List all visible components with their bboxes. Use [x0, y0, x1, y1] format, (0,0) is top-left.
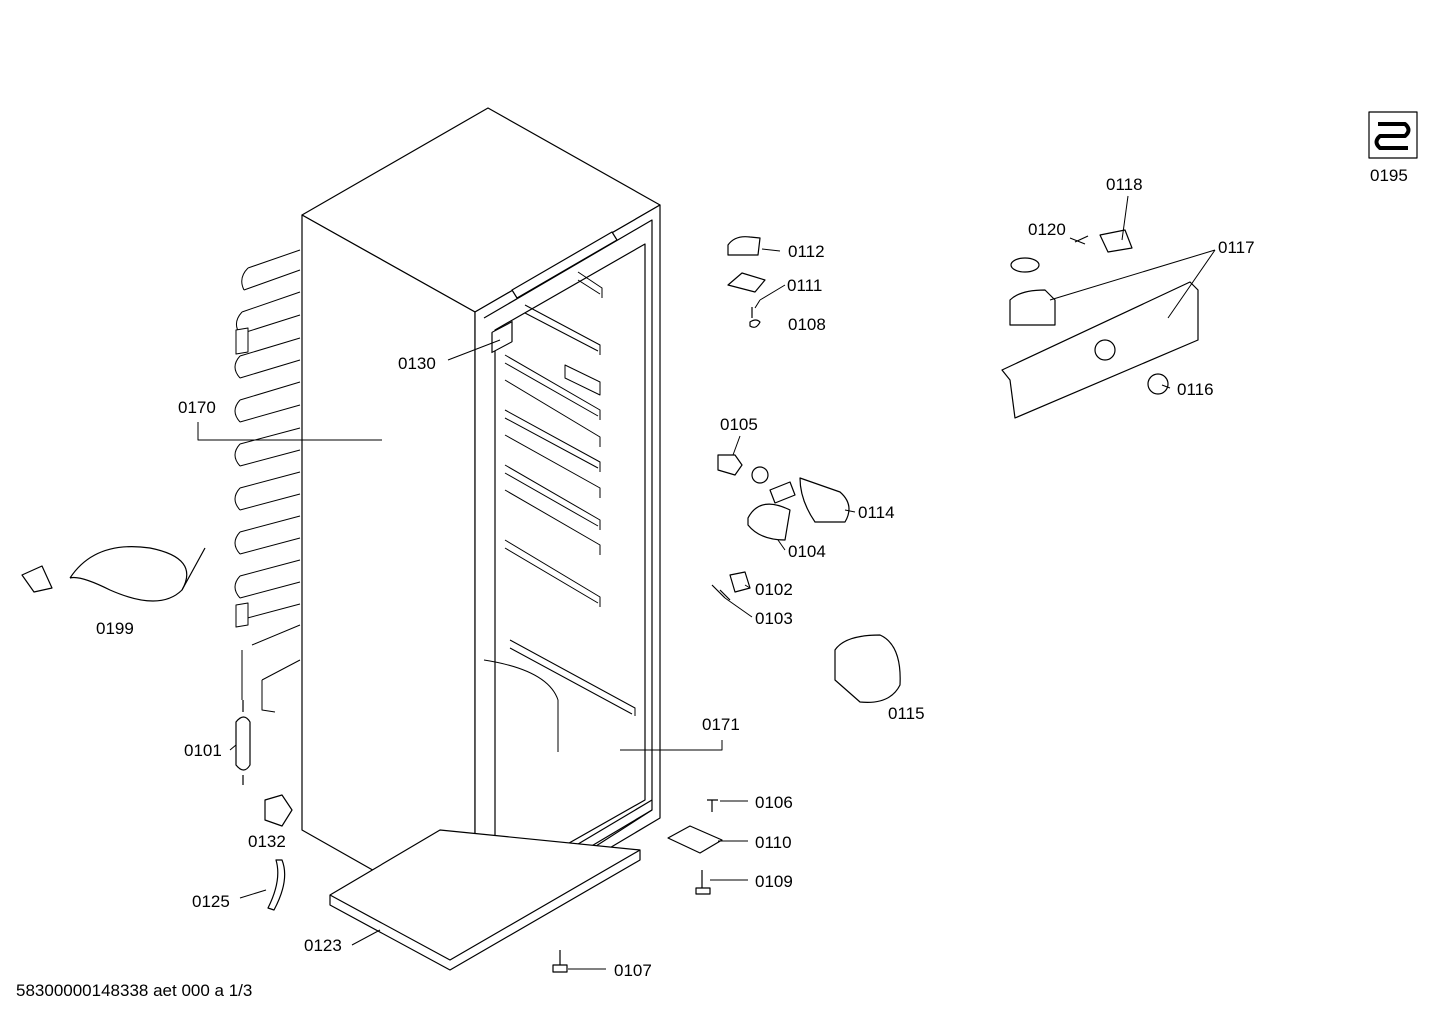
- lamp-assembly: [717, 454, 850, 541]
- label-0108: 0108: [788, 315, 826, 334]
- label-0109: 0109: [755, 872, 793, 891]
- lamp-socket: [729, 571, 751, 593]
- label-0107: 0107: [614, 961, 652, 980]
- knob-0116: [1147, 373, 1169, 395]
- label-0116: 0116: [1177, 380, 1214, 399]
- cabinet-body: [301, 107, 661, 929]
- label-0125: 0125: [192, 892, 230, 911]
- shelf-rails: [483, 271, 636, 752]
- label-0130: 0130: [398, 354, 436, 373]
- label-0117: 0117: [1218, 238, 1255, 257]
- label-0105: 0105: [720, 415, 758, 434]
- label-0106: 0106: [755, 793, 793, 812]
- bracket: [727, 272, 766, 293]
- power-cord: [21, 546, 206, 602]
- clip: [264, 794, 293, 827]
- label-0110: 0110: [755, 833, 792, 852]
- label-0120: 0120: [1028, 220, 1066, 239]
- drain-tube: [267, 859, 286, 911]
- label-0132: 0132: [248, 832, 286, 851]
- label-0102: 0102: [755, 580, 793, 599]
- wire-terminal: [711, 584, 731, 601]
- label-0171: 0171: [702, 715, 740, 734]
- label-0170: 0170: [178, 398, 216, 417]
- leader-lines: [197, 195, 1216, 970]
- control-panel: [1001, 229, 1199, 419]
- label-0112: 0112: [788, 242, 825, 261]
- hinge-0110: [667, 825, 723, 854]
- cover-piece: [727, 236, 761, 256]
- filter-drier: [235, 700, 251, 785]
- label-0114: 0114: [858, 503, 895, 522]
- document-id: 58300000148338 aet 000 a 1/3: [16, 981, 253, 1000]
- base-plinth: [329, 829, 641, 971]
- label-0115: 0115: [888, 704, 925, 723]
- heater-icon: [1368, 111, 1418, 159]
- label-0199: 0199: [96, 619, 134, 638]
- hinge-bolt-0109: [695, 870, 711, 895]
- condenser-coil: [234, 249, 301, 713]
- label-0103: 0103: [755, 609, 793, 628]
- part-labels: 0195 0118 0120 0117 0116 0112 0111 0108 …: [96, 166, 1408, 980]
- label-0118: 0118: [1106, 175, 1143, 194]
- label-0123: 0123: [304, 936, 342, 955]
- hinge-pin-0106: [707, 799, 718, 812]
- label-0195: 0195: [1370, 166, 1408, 185]
- foot-0107: [552, 950, 568, 973]
- label-0104: 0104: [788, 542, 826, 561]
- label-0111: 0111: [787, 276, 822, 295]
- fan-cover: [834, 634, 901, 703]
- screw-0108: [749, 307, 761, 328]
- label-0101: 0101: [184, 741, 222, 760]
